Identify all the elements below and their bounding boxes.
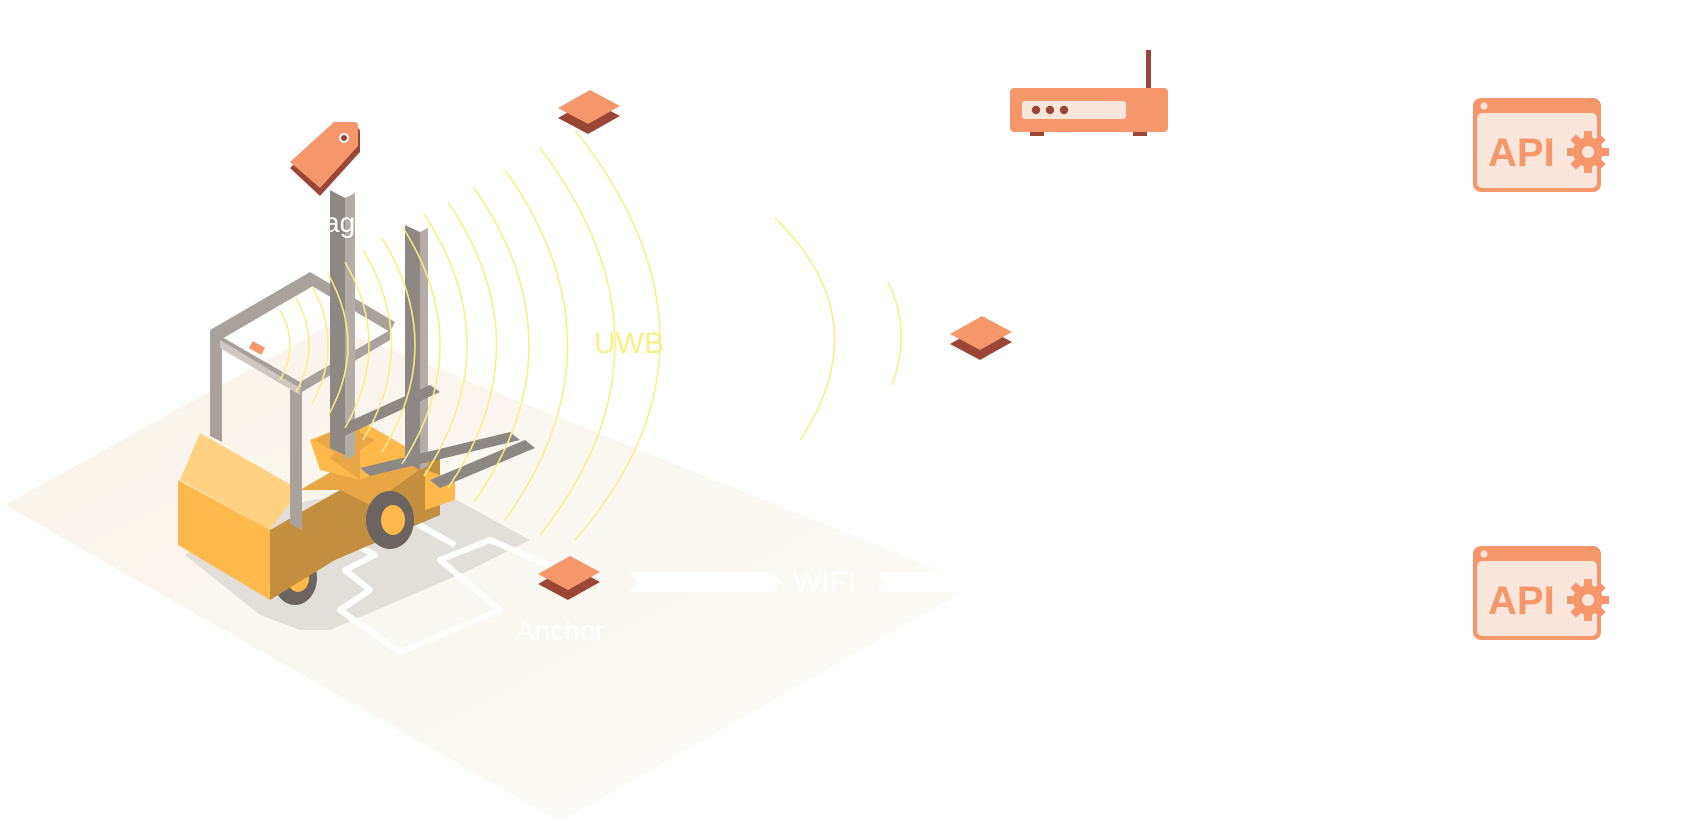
warehouse-floor (5, 325, 975, 820)
anchor-label: Anchor (516, 615, 605, 646)
forklift-illustration (178, 190, 535, 605)
anchor-icon (558, 90, 620, 134)
anchor-icon (950, 316, 1012, 360)
api-panel: API (1473, 98, 1609, 192)
tag-icon (290, 122, 360, 196)
wifi-arrow (628, 572, 995, 592)
uwb-signal-waves (279, 129, 902, 541)
api-panel: API (1473, 546, 1609, 640)
anchor-icon (538, 556, 600, 600)
uwb-label: UWB (594, 327, 664, 360)
router-icon (1010, 50, 1168, 136)
api-label: API (1488, 579, 1555, 623)
gear-icon (1567, 131, 1609, 173)
gear-icon (1567, 579, 1609, 621)
api-label: API (1488, 131, 1555, 175)
tag-label: Tag (310, 207, 355, 238)
wifi-label: WIFI (793, 566, 856, 599)
